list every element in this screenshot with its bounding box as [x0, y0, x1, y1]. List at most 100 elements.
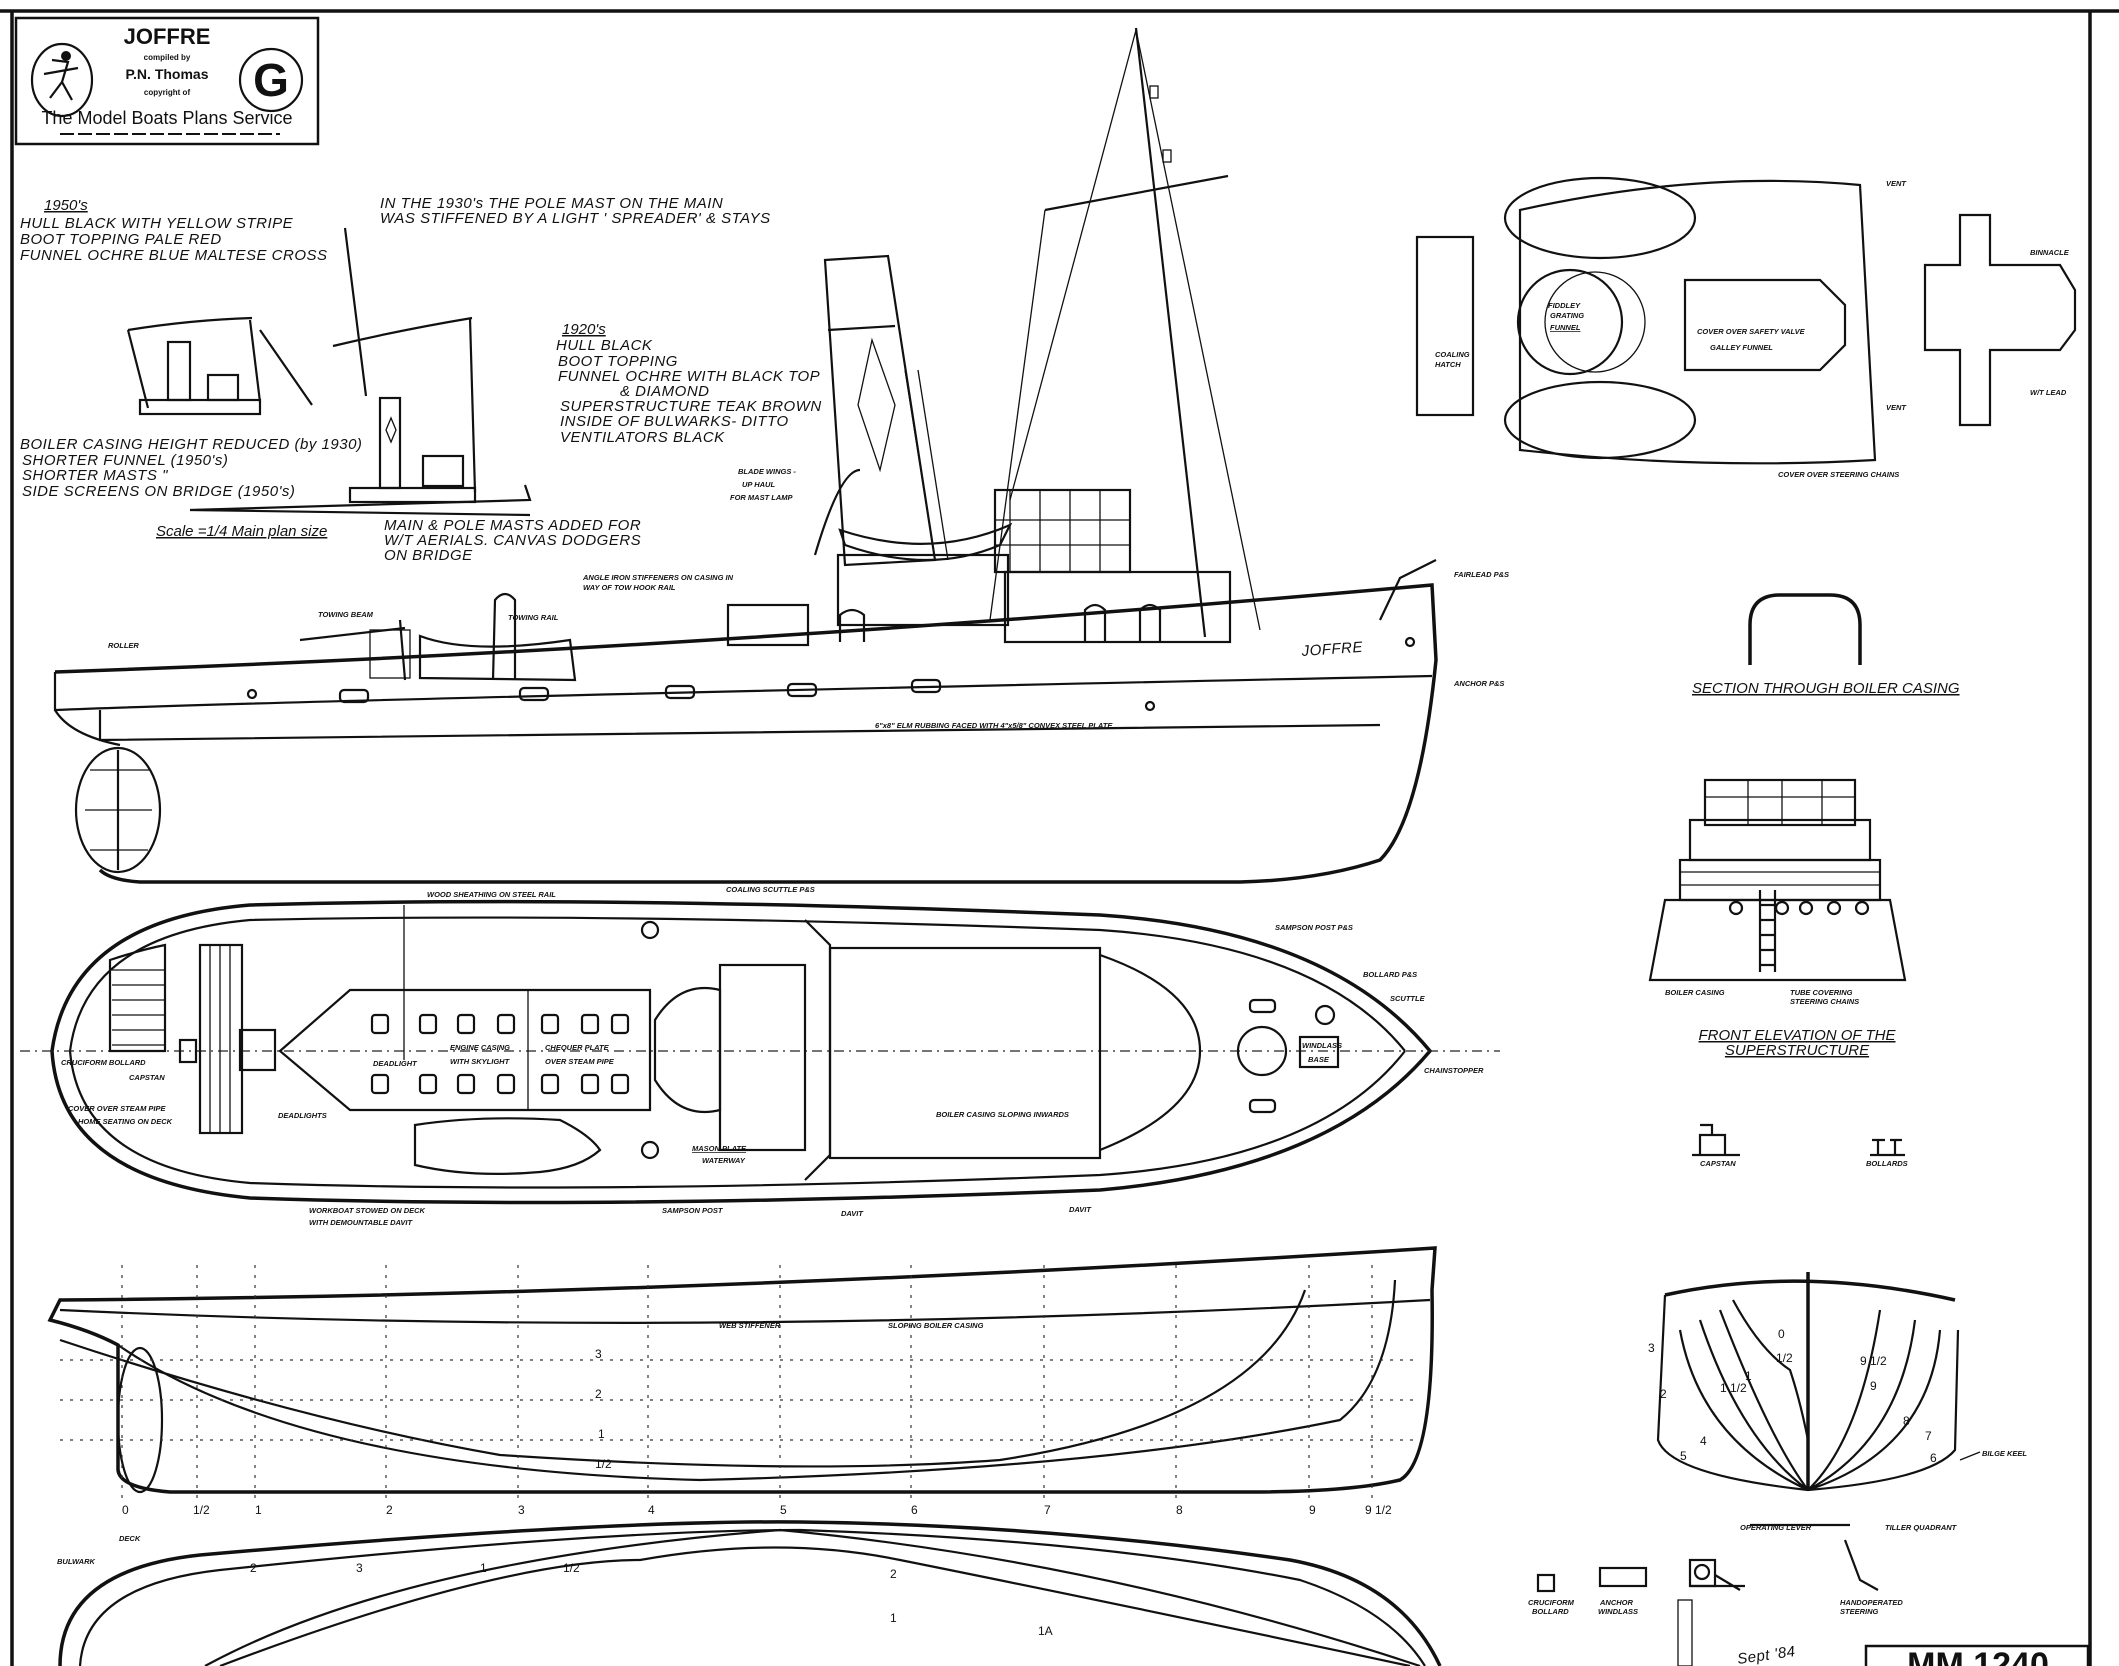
bridge_plan-vent-label: VENT [1886, 403, 1907, 412]
title_block-grade_badge-label: G [253, 54, 289, 106]
signature-label: Sept '84 [1736, 1643, 1796, 1666]
lines_plan-half_breadth_marks-0-label: 2 [250, 1561, 257, 1575]
body_plan-marks_left-6-label: 4 [1700, 1434, 1707, 1448]
front_elevation-boiler_casing-label: BOILER CASING [1665, 988, 1725, 997]
fittings-windlass-0-label: ANCHOR [1599, 1598, 1633, 1607]
profile_labels-anchor-label: ANCHOR P&S [1453, 679, 1504, 688]
fittings-windlass-1-label: WINDLASS [1598, 1607, 1638, 1616]
front_elevation-title_lines-0-label: FRONT ELEVATION OF THE [1699, 1027, 1897, 1044]
plan-number: MM 1240 [1907, 1646, 2049, 1666]
lines_plan-waterlines-0-label: 3 [595, 1347, 602, 1361]
deck_labels-chequer_plate-1-label: OVER STEAM PIPE [545, 1057, 615, 1066]
dancer-logo [30, 42, 94, 118]
lines_plan-stations-4-label: 3 [518, 1503, 525, 1517]
lines_plan-stations-0-label: 0 [122, 1503, 129, 1517]
bridge_plan-vent-label: VENT [1886, 179, 1907, 188]
fittings-capstan-label: CAPSTAN [1700, 1159, 1736, 1168]
lines_plan-sloping_casing-label: SLOPING BOILER CASING [888, 1321, 984, 1330]
bridge_plan-fiddley-2-label: FUNNEL [1550, 323, 1581, 332]
lines_plan-stations-3-label: 2 [386, 1503, 393, 1517]
body_plan-marks_left-2-label: 1 [1745, 1369, 1752, 1383]
funnel [823, 254, 949, 567]
profile_labels-rubbing-label: 6"x8" ELM RUBBING FACED WITH 4"x5/8" CON… [875, 721, 1113, 730]
deck_labels-workboat-0-label: WORKBOAT STOWED ON DECK [309, 1206, 426, 1215]
notes-n1920s-heading-label: 1920's [562, 321, 606, 338]
lines-plan-profile: WEB STIFFENER SLOPING BOILER CASING 3 2 … [47, 1246, 1437, 1517]
signature: Sept '84 [1736, 1643, 1796, 1666]
boiler-casing-section: SECTION THROUGH BOILER CASING [1692, 593, 1960, 697]
notes-1950s: 1950's HULL BLACK WITH YELLOW STRIPE BOO… [20, 197, 327, 264]
body-plan: 0 1/2 1 1 1/2 2 3 4 5 9 1/2 9 8 7 6 BILG… [1648, 1272, 2027, 1492]
body_plan-marks_right-0-label: 9 1/2 [1860, 1354, 1887, 1368]
bridge_plan-binnacle-label: BINNACLE [2030, 248, 2070, 257]
fittings-steering-0-label: HANDOPERATED [1840, 1598, 1903, 1607]
body_plan-marks_left-5-label: 3 [1648, 1341, 1655, 1355]
lines_plan-half_breadth_marks-4-label: 2 [890, 1567, 897, 1581]
bridge_plan-steering_chains-label: COVER OVER STEERING CHAINS [1778, 470, 1899, 479]
lines_plan-stations-11-label: 9 1/2 [1365, 1503, 1392, 1517]
bridge_plan-galley_funnel-label: GALLEY FUNNEL [1710, 343, 1773, 352]
deck_labels-mason_plate-0-label: MASON PLATE [692, 1144, 747, 1153]
profile_labels-angle_iron-1-label: WAY OF TOW HOOK RAIL [583, 583, 676, 592]
deck_labels-engine_casing-1-label: WITH SKYLIGHT [450, 1057, 511, 1066]
lines_plan-half_breadth_marks-2-label: 1 [480, 1561, 487, 1575]
capstan-plan [238, 1028, 277, 1072]
portholes [246, 636, 1416, 712]
lines_plan-waterlines-3-label: 1/2 [595, 1457, 612, 1471]
profile_labels-blade_wings-2-label: FOR MAST LAMP [730, 493, 793, 502]
lines_plan-deck-label: DECK [119, 1534, 141, 1543]
fittings: CAPSTAN BOLLARDS CRUCIFORM BOLLARD ANCHO… [1528, 1123, 1958, 1666]
body_plan-marks_right-2-label: 8 [1903, 1414, 1910, 1428]
deck_labels-windlass_base-0-label: WINDLASS [1302, 1041, 1342, 1050]
front_elevation-tube-1-label: STEERING CHAINS [1790, 997, 1859, 1006]
profile_labels-blade_wings-0-label: BLADE WINGS - [738, 467, 796, 476]
deck_labels-sampson_post-label: SAMPSON POST [662, 1206, 724, 1215]
lines_plan-stations-1-label: 1/2 [193, 1503, 210, 1517]
notes-n1920s-lines-0-label: HULL BLACK [556, 337, 653, 354]
deck_labels-deadlights-label: DEADLIGHTS [278, 1111, 327, 1120]
bridge_plan-coaling_hatch-1-label: HATCH [1435, 360, 1461, 369]
deck_labels-davit-label: DAVIT [1069, 1205, 1092, 1214]
front_elevation-tube-0-label: TUBE COVERING [1790, 988, 1853, 997]
body_plan-bilge_keel-label: BILGE KEEL [1982, 1449, 2027, 1458]
body_plan-marks_right-4-label: 6 [1930, 1451, 1937, 1465]
notes-n1950s-lines-0-label: HULL BLACK WITH YELLOW STRIPE [20, 215, 294, 232]
superstructure [726, 468, 1232, 647]
lines_plan-half_breadth_marks-6-label: 1A [1038, 1624, 1053, 1638]
notes-n1920s-lines-3-label: & DIAMOND [620, 383, 710, 400]
deck_labels-cover_steam_pipe-0-label: COVER OVER STEAM PIPE [68, 1104, 167, 1113]
profile_labels-fairlead-label: FAIRLEAD P&S [1454, 570, 1509, 579]
profile_labels-angle_iron-0-label: ANGLE IRON STIFFENERS ON CASING IN [582, 573, 734, 582]
front_elevation-title_lines-1-label: SUPERSTRUCTURE [1725, 1042, 1870, 1059]
body_plan-marks_right-3-label: 7 [1925, 1429, 1932, 1443]
grade-badge: G [238, 47, 304, 113]
deck_labels-chainstopper-label: CHAINSTOPPER [1424, 1066, 1484, 1075]
body_plan-marks_left-0-label: 0 [1778, 1327, 1785, 1341]
sketch-1950s [126, 227, 532, 517]
deck_labels-davit-label: DAVIT [841, 1209, 864, 1218]
rudder [74, 746, 162, 874]
title_block-copyright_label-label: copyright of [144, 88, 191, 97]
lines_plan-stations-8-label: 7 [1044, 1503, 1051, 1517]
deck_labels-scuttle-label: SCUTTLE [1390, 994, 1426, 1003]
notes-changes-lines-1-label: SHORTER FUNNEL (1950's) [22, 452, 228, 469]
deck_labels-boiler_sloping-label: BOILER CASING SLOPING INWARDS [936, 1110, 1069, 1119]
notes-n1930s-lines-1-label: WAS STIFFENED BY A LIGHT ' SPREADER' & S… [380, 210, 771, 227]
notes-changes: BOILER CASING HEIGHT REDUCED (by 1930) S… [20, 436, 641, 564]
deck-labels: WOOD SHEATHING ON STEEL RAIL COALING SCU… [61, 885, 1484, 1227]
body_plan-marks_left-7-label: 5 [1680, 1449, 1687, 1463]
lines_plan-waterlines-1-label: 2 [595, 1387, 602, 1401]
notes-masts-lines-0-label: MAIN & POLE MASTS ADDED FOR [384, 517, 641, 534]
fittings-operating_lever-label: OPERATING LEVER [1740, 1523, 1812, 1532]
deck_labels-mason_plate-1-label: WATERWAY [702, 1156, 746, 1165]
notes-masts-lines-1-label: W/T AERIALS. CANVAS DODGERS [384, 532, 641, 549]
author: P.N. Thomas [126, 66, 209, 82]
body_plan-marks_left-4-label: 2 [1660, 1387, 1667, 1401]
hull-profile [54, 583, 1438, 884]
station-labels: 0 1/2 1 2 3 4 5 6 7 8 9 9 1/2 [122, 1503, 1392, 1517]
notes-n1930s-lines-0-label: IN THE 1930's THE POLE MAST ON THE MAIN [380, 195, 723, 212]
lines_plan-half_breadth_marks-3-label: 1/2 [563, 1561, 580, 1575]
hull-name: JOFFRE [1300, 639, 1364, 660]
front-elevation: BOILER CASING TUBE COVERING STEERING CHA… [1648, 778, 1907, 1059]
profile_labels-towing_rail-label: TOWING RAIL [508, 613, 559, 622]
